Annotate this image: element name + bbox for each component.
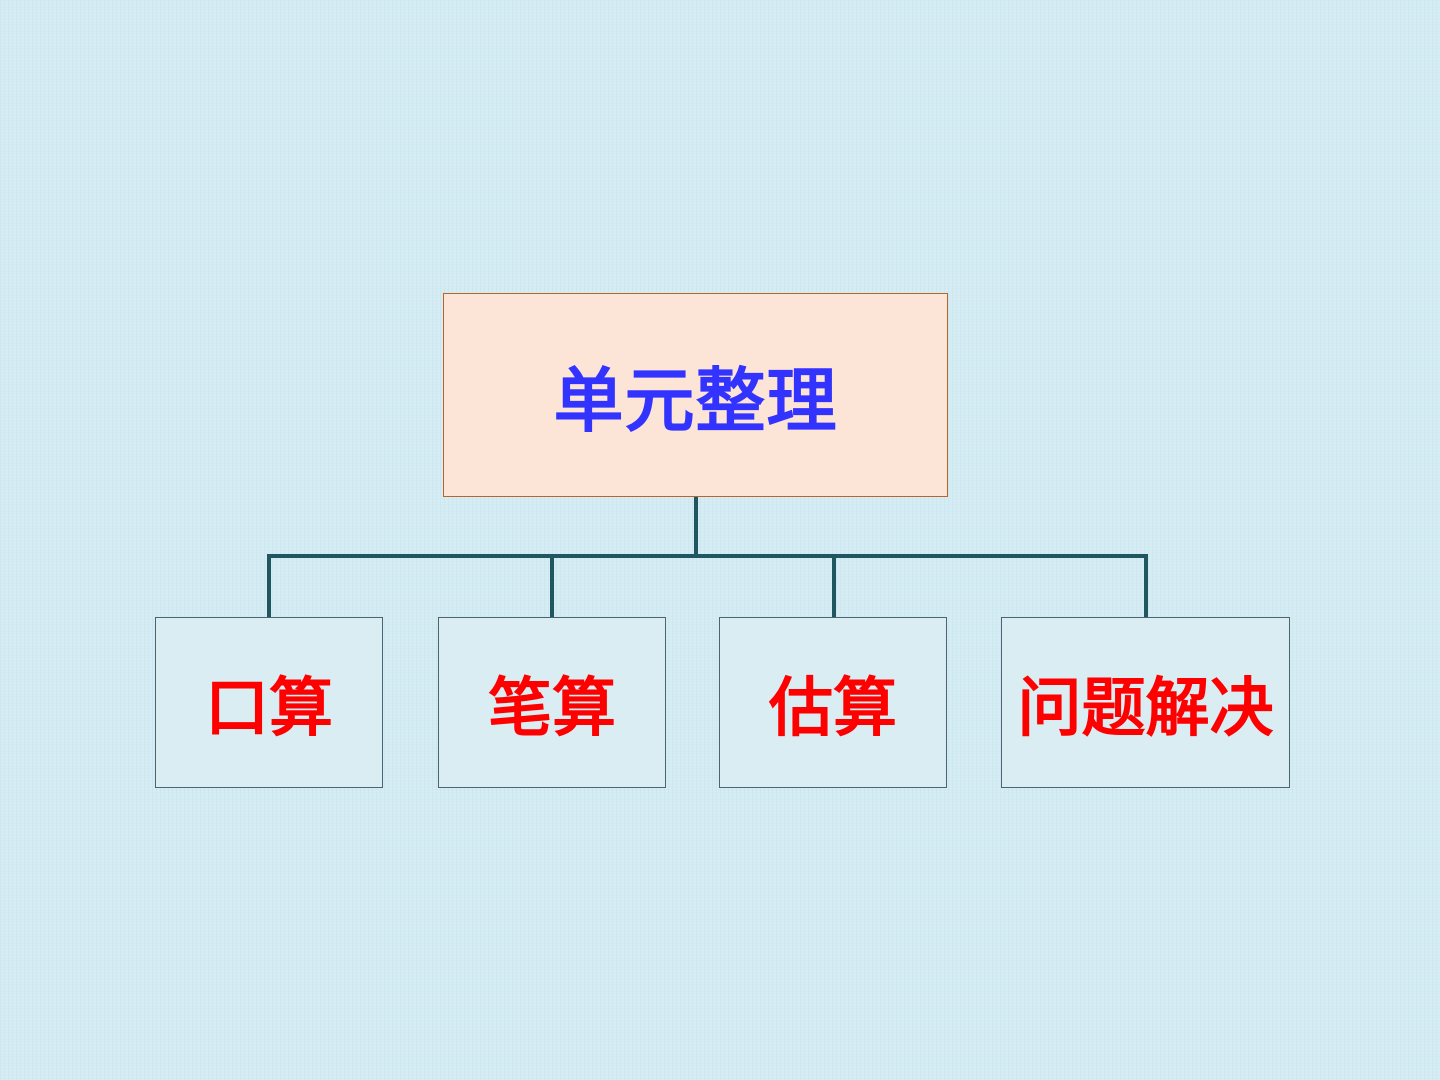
root-node-label: 单元整理 — [553, 359, 838, 442]
child-node-label: 估算 — [769, 671, 897, 746]
child-node-written-calc: 笔算 — [438, 617, 666, 788]
child-node-label: 问题解决 — [1017, 671, 1274, 746]
child-node-mental-calc: 口算 — [155, 617, 383, 788]
child-node-label: 笔算 — [488, 671, 616, 746]
child-node-label: 口算 — [205, 671, 333, 746]
child-node-problem-solving: 问题解决 — [1001, 617, 1290, 788]
root-node: 单元整理 — [443, 293, 948, 497]
child-node-estimation: 估算 — [719, 617, 947, 788]
